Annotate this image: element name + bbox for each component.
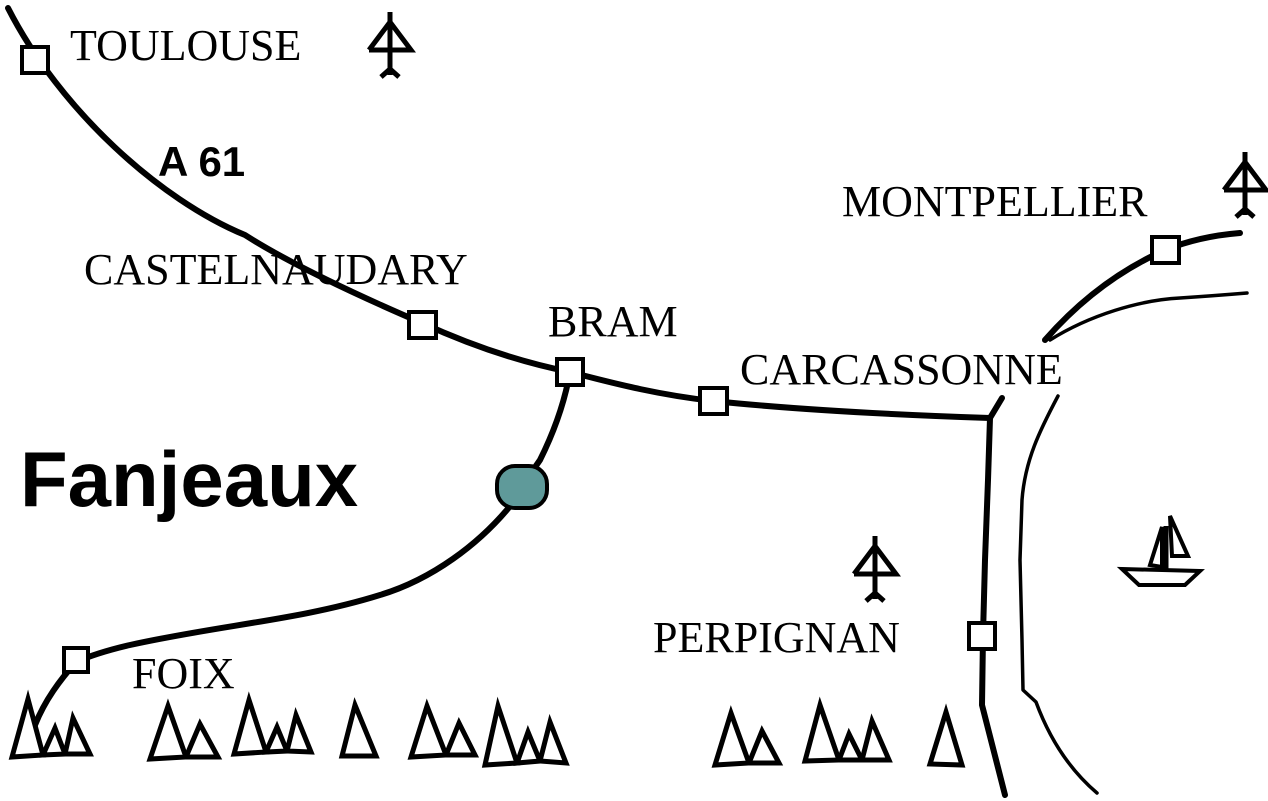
city-label-toulouse: TOULOUSE: [70, 21, 301, 70]
coastline-north: [1048, 291, 1249, 342]
montpellier-marker[interactable]: [1150, 235, 1181, 265]
mountain-icon: [536, 713, 570, 766]
castelnaudary-marker[interactable]: [407, 310, 438, 340]
bram-marker[interactable]: [555, 357, 585, 387]
mountain-range: [8, 689, 966, 768]
mountain-icon: [745, 725, 784, 766]
toulouse-marker[interactable]: [20, 45, 50, 75]
mountain-icon: [61, 710, 94, 757]
airplane-icon-toulouse: [367, 12, 416, 79]
mountain-icon: [230, 691, 270, 757]
mountain-icon: [283, 706, 315, 755]
mountain-icon: [338, 697, 380, 759]
mountain-icon: [8, 689, 47, 760]
map-title-fanjeaux: Fanjeaux: [20, 435, 358, 523]
road-a61-toulouse-castelnaudary: [5, 5, 573, 375]
mountain-icon: [926, 703, 966, 768]
city-label-montpellier: MONTPELLIER: [842, 177, 1148, 226]
mountain-icon: [182, 718, 223, 760]
road-junction-to-montpellier: [987, 395, 1005, 421]
carcassonne-marker[interactable]: [698, 386, 729, 416]
road-to-montpellier: [1042, 230, 1243, 343]
road-to-perpignan: [979, 415, 1008, 798]
city-label-carcassonne: CARCASSONNE: [740, 345, 1063, 394]
mountain-icon: [407, 698, 450, 760]
perpignan-marker[interactable]: [967, 621, 997, 651]
mountain-icon: [442, 716, 480, 758]
foix-marker[interactable]: [62, 646, 90, 674]
mountain-icon: [262, 720, 291, 755]
city-label-foix: FOIX: [132, 649, 235, 698]
fanjeaux-marker[interactable]: [495, 464, 549, 510]
city-label-bram: BRAM: [548, 297, 678, 346]
mountain-icon: [39, 721, 69, 758]
road-label-a61: A 61: [158, 138, 245, 185]
city-label-castelnaudary: CASTELNAUDARY: [84, 245, 468, 294]
mountain-icon: [711, 705, 753, 768]
mountain-icon: [835, 727, 867, 763]
mountain-icon: [858, 713, 893, 763]
coastline-south: [1018, 394, 1099, 795]
mountain-icon: [481, 696, 521, 768]
airplane-icon-perpignan: [852, 536, 901, 603]
mountain-icon: [146, 698, 190, 762]
road-fanjeaux-foix: [32, 497, 518, 728]
mountain-icon: [513, 725, 544, 766]
airplane-icon-montpellier: [1222, 152, 1268, 219]
city-label-perpignan: PERPIGNAN: [653, 613, 900, 662]
sailboat-icon: [1116, 515, 1205, 587]
mountain-icon: [801, 696, 843, 764]
